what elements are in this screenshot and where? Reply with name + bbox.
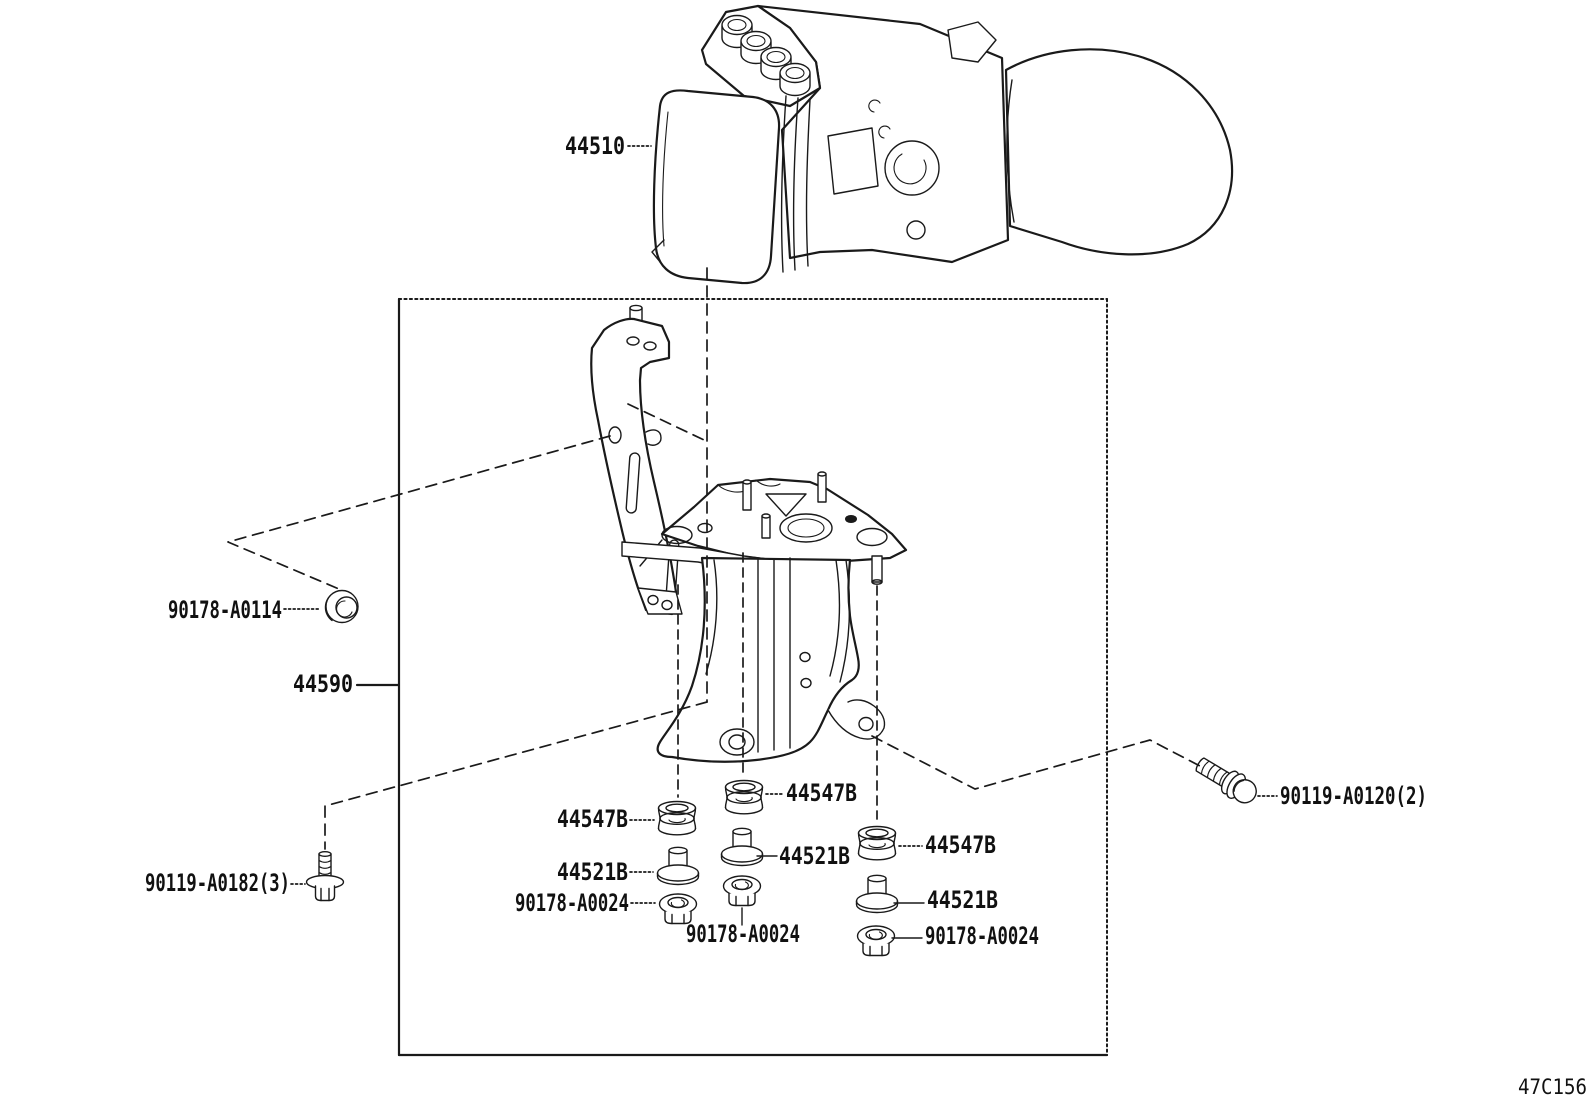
label-nut-mid: 90178-A0024 [686, 920, 800, 948]
leader-lines [283, 145, 1278, 939]
bolt-90119-A0182-drawing [305, 851, 345, 902]
cushion-left-drawing [657, 800, 697, 836]
label-bracket: 44590 [293, 670, 353, 698]
collar-right-drawing [855, 874, 899, 914]
label-cushion-right: 44547B [925, 831, 996, 859]
label-bolt-left: 90119-A0182(3) [145, 869, 290, 897]
cushion-mid-drawing [724, 779, 764, 815]
label-bolt-right: 90119-A0120(2) [1280, 782, 1427, 810]
label-collar-right: 44521B [927, 886, 998, 914]
bolt-90119-A0120-drawing [1190, 751, 1263, 810]
figure-code: 47C156 [1518, 1075, 1587, 1099]
label-nut-upper: 90178-A0114 [168, 596, 282, 624]
cushion-right-drawing [857, 825, 897, 861]
label-cushion-mid: 44547B [786, 779, 857, 807]
label-nut-right: 90178-A0024 [925, 922, 1039, 950]
abs-actuator-drawing [651, 4, 1234, 285]
label-collar-mid: 44521B [779, 842, 850, 870]
label-cushion-left: 44547B [557, 805, 628, 833]
label-collar-left: 44521B [557, 858, 628, 886]
collar-mid-drawing [720, 827, 764, 867]
bracket-box-outline [397, 297, 1109, 1057]
nut-mid-drawing [722, 875, 762, 907]
flange-nut-90178-A0114-drawing [324, 589, 359, 624]
mounting-bracket-drawing [590, 304, 908, 763]
nut-right-drawing [856, 925, 896, 957]
collar-left-drawing [656, 846, 700, 886]
bleeder-caps [721, 14, 811, 97]
label-nut-left: 90178-A0024 [515, 889, 629, 917]
connector-dashed-lines [227, 267, 1201, 850]
label-actuator: 44510 [565, 132, 625, 160]
